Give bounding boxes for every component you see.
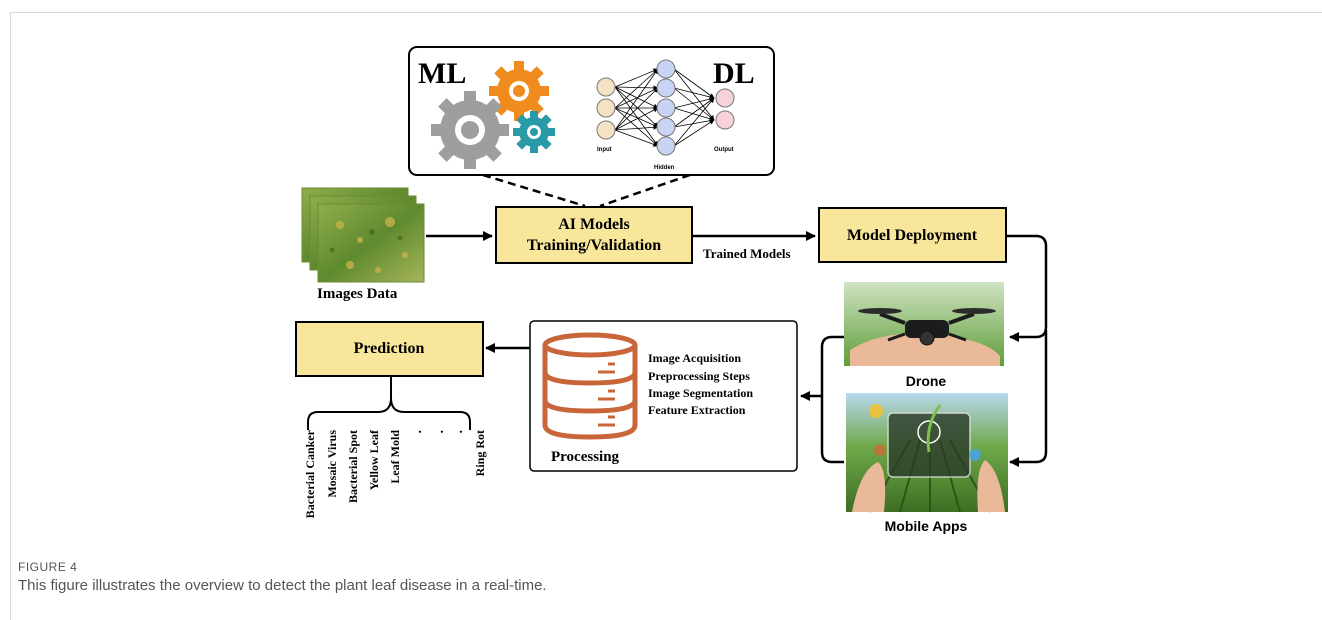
figure-left-rule: [10, 12, 11, 620]
processing-box: Image Acquisition Preprocessing Steps Im…: [529, 320, 798, 472]
figure-label: FIGURE 4: [18, 560, 78, 574]
neural-network-icon: Input Hidden Output: [596, 59, 735, 171]
disease-class: Yellow Leaf: [367, 429, 381, 490]
trained-models-label: Trained Models: [703, 246, 791, 261]
devices-bracket: [820, 335, 844, 464]
processing-title: Processing: [551, 449, 620, 465]
processing-step: Preprocessing Steps: [648, 369, 750, 383]
model-deployment-label: Model Deployment: [847, 227, 978, 244]
nn-input-label: Input: [597, 147, 612, 153]
images-data-label: Images Data: [317, 286, 398, 302]
orange-gear-icon: [489, 61, 549, 121]
dl-dashed-connector: [599, 173, 691, 208]
teal-gear-icon: [513, 111, 555, 153]
workflow-diagram: ML DL: [295, 46, 1048, 534]
ellipsis-dot: .: [432, 430, 447, 434]
ai-models-title: AI Models: [558, 216, 630, 233]
figure-top-rule: [10, 12, 1322, 13]
ml-label: ML: [418, 57, 466, 90]
disease-class: Mosaic Virus: [325, 430, 339, 498]
deployment-to-drone-arrow: [1006, 234, 1048, 342]
processing-step: Feature Extraction: [648, 403, 746, 417]
prediction-box: Prediction: [295, 321, 484, 377]
disease-class: Leaf Mold: [388, 430, 402, 484]
nn-hidden-label: Hidden: [654, 165, 675, 171]
figure-caption: This figure illustrates the overview to …: [18, 577, 547, 594]
prediction-label: Prediction: [354, 340, 425, 357]
ml-dashed-connector: [482, 173, 586, 208]
nn-output-label: Output: [714, 147, 734, 153]
ellipsis-dot: .: [410, 430, 425, 434]
model-deployment-box: Model Deployment: [818, 207, 1007, 263]
ai-models-subtitle: Training/Validation: [527, 237, 661, 254]
ellipsis-dot: .: [451, 430, 466, 434]
disease-class-list: Bacterial Canker Mosaic Virus Bacterial …: [303, 429, 487, 518]
mobile-apps-image: [846, 393, 1008, 513]
database-icon: [542, 332, 638, 440]
drone-label: Drone: [906, 373, 947, 389]
disease-class: Bacterial Canker: [303, 429, 317, 518]
ai-models-box: AI Models Training/Validation: [495, 206, 693, 264]
processing-step: Image Acquisition: [648, 351, 741, 365]
dl-label: DL: [713, 57, 755, 90]
prediction-brace: [307, 376, 471, 430]
disease-class: Bacterial Spot: [346, 430, 360, 503]
disease-class: Ring Rot: [473, 430, 487, 476]
mobile-apps-label: Mobile Apps: [885, 518, 968, 534]
deployment-to-mobile-arrow: [1009, 330, 1048, 467]
leaf-images-stack: [301, 187, 425, 283]
ml-dl-box: ML DL: [408, 46, 775, 176]
drone-image: [844, 282, 1004, 366]
gray-gear-icon: [431, 91, 509, 169]
processing-step: Image Segmentation: [648, 386, 753, 400]
